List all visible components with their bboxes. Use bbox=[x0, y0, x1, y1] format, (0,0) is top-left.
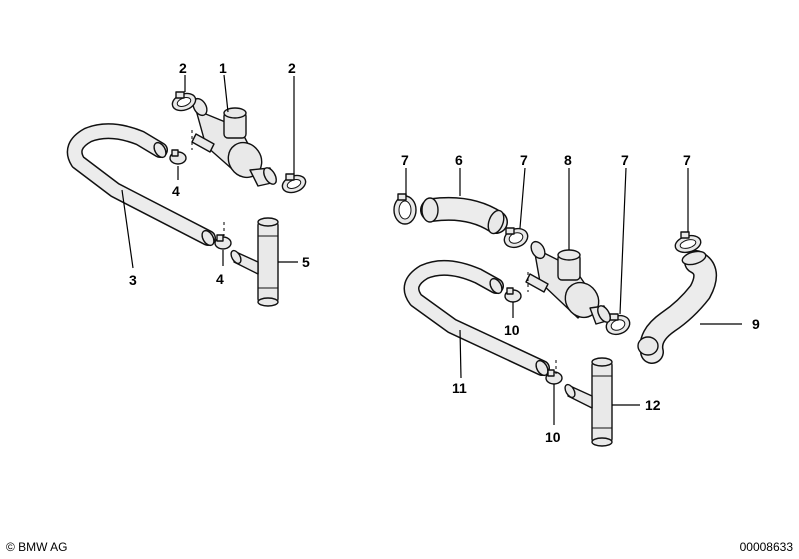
callout-4-lower: 4 bbox=[216, 271, 224, 287]
callout-2-right: 2 bbox=[288, 60, 296, 76]
t-connector-part-12 bbox=[564, 357, 613, 447]
callout-8: 8 bbox=[564, 152, 572, 168]
callout-7-a: 7 bbox=[401, 152, 409, 168]
callout-7-b: 7 bbox=[520, 152, 528, 168]
callout-11: 11 bbox=[452, 380, 467, 396]
t-connector-part-5 bbox=[230, 217, 279, 307]
small-clamp-part-4-lower bbox=[214, 234, 232, 250]
hose-clamp-part-7-d bbox=[674, 231, 702, 254]
small-clamp-part-10-lower bbox=[545, 369, 563, 385]
curved-hose-part-9 bbox=[637, 250, 718, 364]
hose-clamp-part-7-a bbox=[393, 193, 417, 225]
check-valve-part-8 bbox=[525, 240, 611, 325]
hose-clamp-part-7-b bbox=[503, 227, 529, 249]
callout-3: 3 bbox=[129, 272, 137, 288]
callout-9: 9 bbox=[752, 316, 760, 332]
hose-clamp-part-2-right bbox=[281, 173, 307, 194]
callout-7-d: 7 bbox=[683, 152, 691, 168]
document-number: 00008633 bbox=[739, 540, 793, 554]
leader-lines bbox=[121, 74, 742, 425]
callout-5: 5 bbox=[302, 254, 310, 270]
callout-7-c: 7 bbox=[621, 152, 629, 168]
callout-10-lower: 10 bbox=[545, 429, 561, 445]
check-valve-part-1 bbox=[191, 97, 277, 187]
small-clamp-part-10-upper bbox=[504, 287, 522, 303]
callout-4-upper: 4 bbox=[172, 183, 180, 199]
curved-hose-part-6 bbox=[420, 196, 508, 235]
hose-part-3 bbox=[66, 123, 216, 247]
small-clamp-part-4-upper bbox=[169, 149, 187, 165]
hose-clamp-part-2-left bbox=[171, 91, 197, 112]
callout-6: 6 bbox=[455, 152, 463, 168]
hose-part-11 bbox=[403, 259, 550, 377]
callout-2-left: 2 bbox=[179, 60, 187, 76]
callout-10-upper: 10 bbox=[504, 322, 520, 338]
callout-12: 12 bbox=[645, 397, 661, 413]
hose-clamp-part-7-c bbox=[605, 313, 631, 336]
callout-1: 1 bbox=[219, 60, 227, 76]
copyright-text: © BMW AG bbox=[6, 540, 68, 554]
